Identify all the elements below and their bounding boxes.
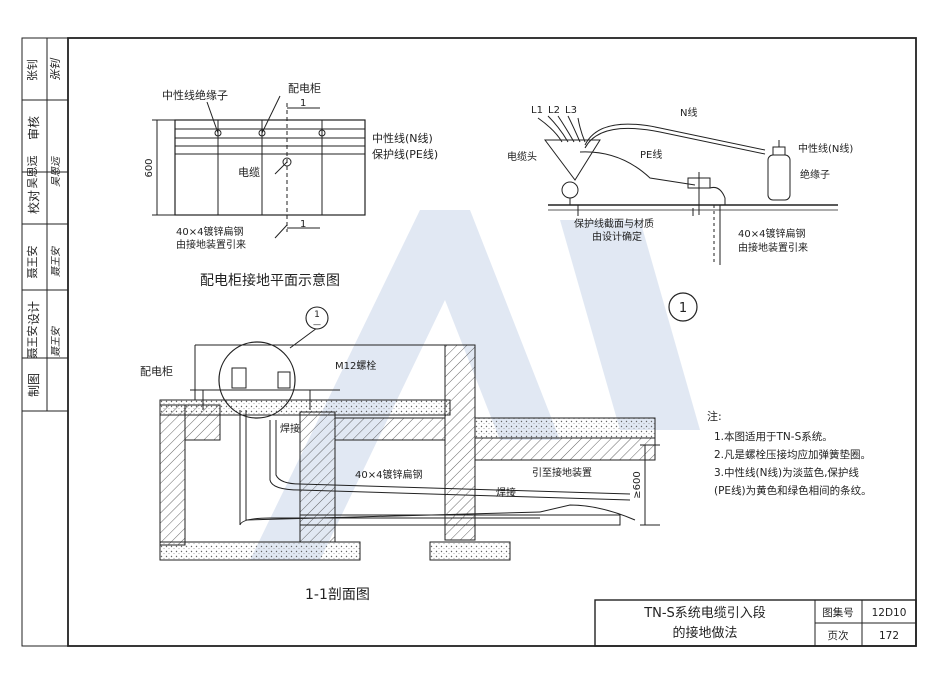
section-label-cabinet: 配电柜 — [140, 365, 173, 378]
section-title: 1-1剖面图 — [305, 587, 370, 603]
plan-label-flat-steel: 40×4镀锌扁钢 — [176, 225, 243, 238]
section-view — [159, 327, 660, 561]
section-label-weld-2: 焊接 — [496, 486, 516, 499]
detail-label-insulator: 绝缘子 — [800, 168, 830, 181]
detail-label-pe-line: PE线 — [640, 148, 662, 161]
detail-label-pe-section-1: 保护线截面与材质 — [574, 217, 654, 230]
detail-label-flat-steel: 40×4镀锌扁钢 — [738, 227, 805, 240]
detail-number: 1 — [679, 301, 687, 316]
title-block-atlas-value: 12D10 — [872, 607, 907, 619]
sidebar-person-check: 聂王安 — [25, 246, 39, 279]
section-dim-600: ≥600 — [632, 471, 643, 498]
section-label-flat-steel: 40×4镀锌扁钢 — [355, 468, 422, 481]
sidebar-role-check: 校对 — [26, 190, 41, 214]
detail-label-neutral-line: 中性线(N线) — [798, 142, 853, 155]
detail-label-cable-head: 电缆头 — [507, 150, 537, 163]
plan-label-neutral-line: 中性线(N线) — [372, 131, 433, 145]
plan-dim-600: 600 — [144, 158, 155, 177]
plan-title: 配电柜接地平面示意图 — [200, 272, 340, 289]
detail-number-circle — [668, 292, 698, 322]
title-block-page-label: 页次 — [828, 629, 849, 642]
plan-label-pe-line: 保护线(PE线) — [372, 147, 438, 161]
detail-label-from-ground: 由接地装置引来 — [738, 241, 808, 254]
section-label-weld-1: 焊接 — [280, 422, 300, 435]
inner-frame — [67, 37, 917, 647]
detail-label-l2: L2 — [548, 105, 560, 116]
sidebar-signature-design: 聂王安 — [50, 326, 62, 357]
section-bubble-bottom: — — [313, 320, 321, 329]
title-block-page-value: 172 — [879, 630, 899, 642]
sidebar-signature-strip: 制图 设计 聂王安 聂王安 校对 聂王安 聂王安 审核 吴恩远 吴恩远 张钊 张… — [22, 38, 68, 412]
note-item: 3.中性线(N线)为淡蓝色,保护线 — [714, 466, 859, 479]
title-block-atlas-label: 图集号 — [822, 606, 854, 619]
detail-label-l1: L1 — [531, 105, 543, 116]
section-bubble-top: 1 — [314, 310, 320, 320]
plan-view — [152, 95, 366, 239]
plan-section-mark-top: 1 — [300, 98, 306, 109]
title-block — [594, 599, 917, 647]
plan-label-cable: 电缆 — [238, 166, 260, 179]
section-bubble — [305, 306, 329, 330]
title-block-title-line2: 的接地做法 — [672, 625, 737, 641]
sidebar-role-review: 审核 — [26, 116, 41, 140]
plan-label-neutral-insulator: 中性线绝缘子 — [162, 88, 228, 102]
sidebar-signature-review: 吴恩远 — [50, 156, 62, 187]
plan-label-cabinet: 配电柜 — [288, 82, 321, 95]
sidebar-role-draw: 制图 — [27, 373, 41, 397]
detail-label-l3: L3 — [565, 105, 577, 116]
detail-view — [537, 115, 838, 265]
note-item: 1.本图适用于TN-S系统。 — [714, 430, 833, 443]
note-item: (PE线)为黄色和绿色相间的条纹。 — [714, 484, 872, 497]
detail-label-pe-section-2: 由设计确定 — [592, 230, 642, 243]
sidebar-person-review: 吴恩远 — [26, 156, 39, 189]
section-label-bolt: M12螺栓 — [335, 359, 376, 372]
notes-heading: 注: — [707, 409, 722, 423]
note-item: 2.凡是螺栓压接均应加弹簧垫圈。 — [714, 448, 871, 461]
title-block-title-line1: TN-S系统电缆引入段 — [643, 605, 766, 621]
sidebar-signature-top: 张钊 — [49, 57, 62, 81]
plan-section-mark-bottom: 1 — [300, 219, 306, 230]
detail-label-n-line: N线 — [680, 106, 697, 119]
sidebar-role-design: 设计 — [27, 301, 41, 325]
sidebar-person-design: 聂王安 — [25, 326, 39, 359]
plan-label-from-ground: 由接地装置引来 — [176, 238, 246, 251]
section-label-to-ground: 引至接地装置 — [532, 466, 592, 479]
sidebar-person-top: 张钊 — [25, 59, 39, 81]
sidebar-signature-check: 聂王安 — [50, 246, 62, 277]
